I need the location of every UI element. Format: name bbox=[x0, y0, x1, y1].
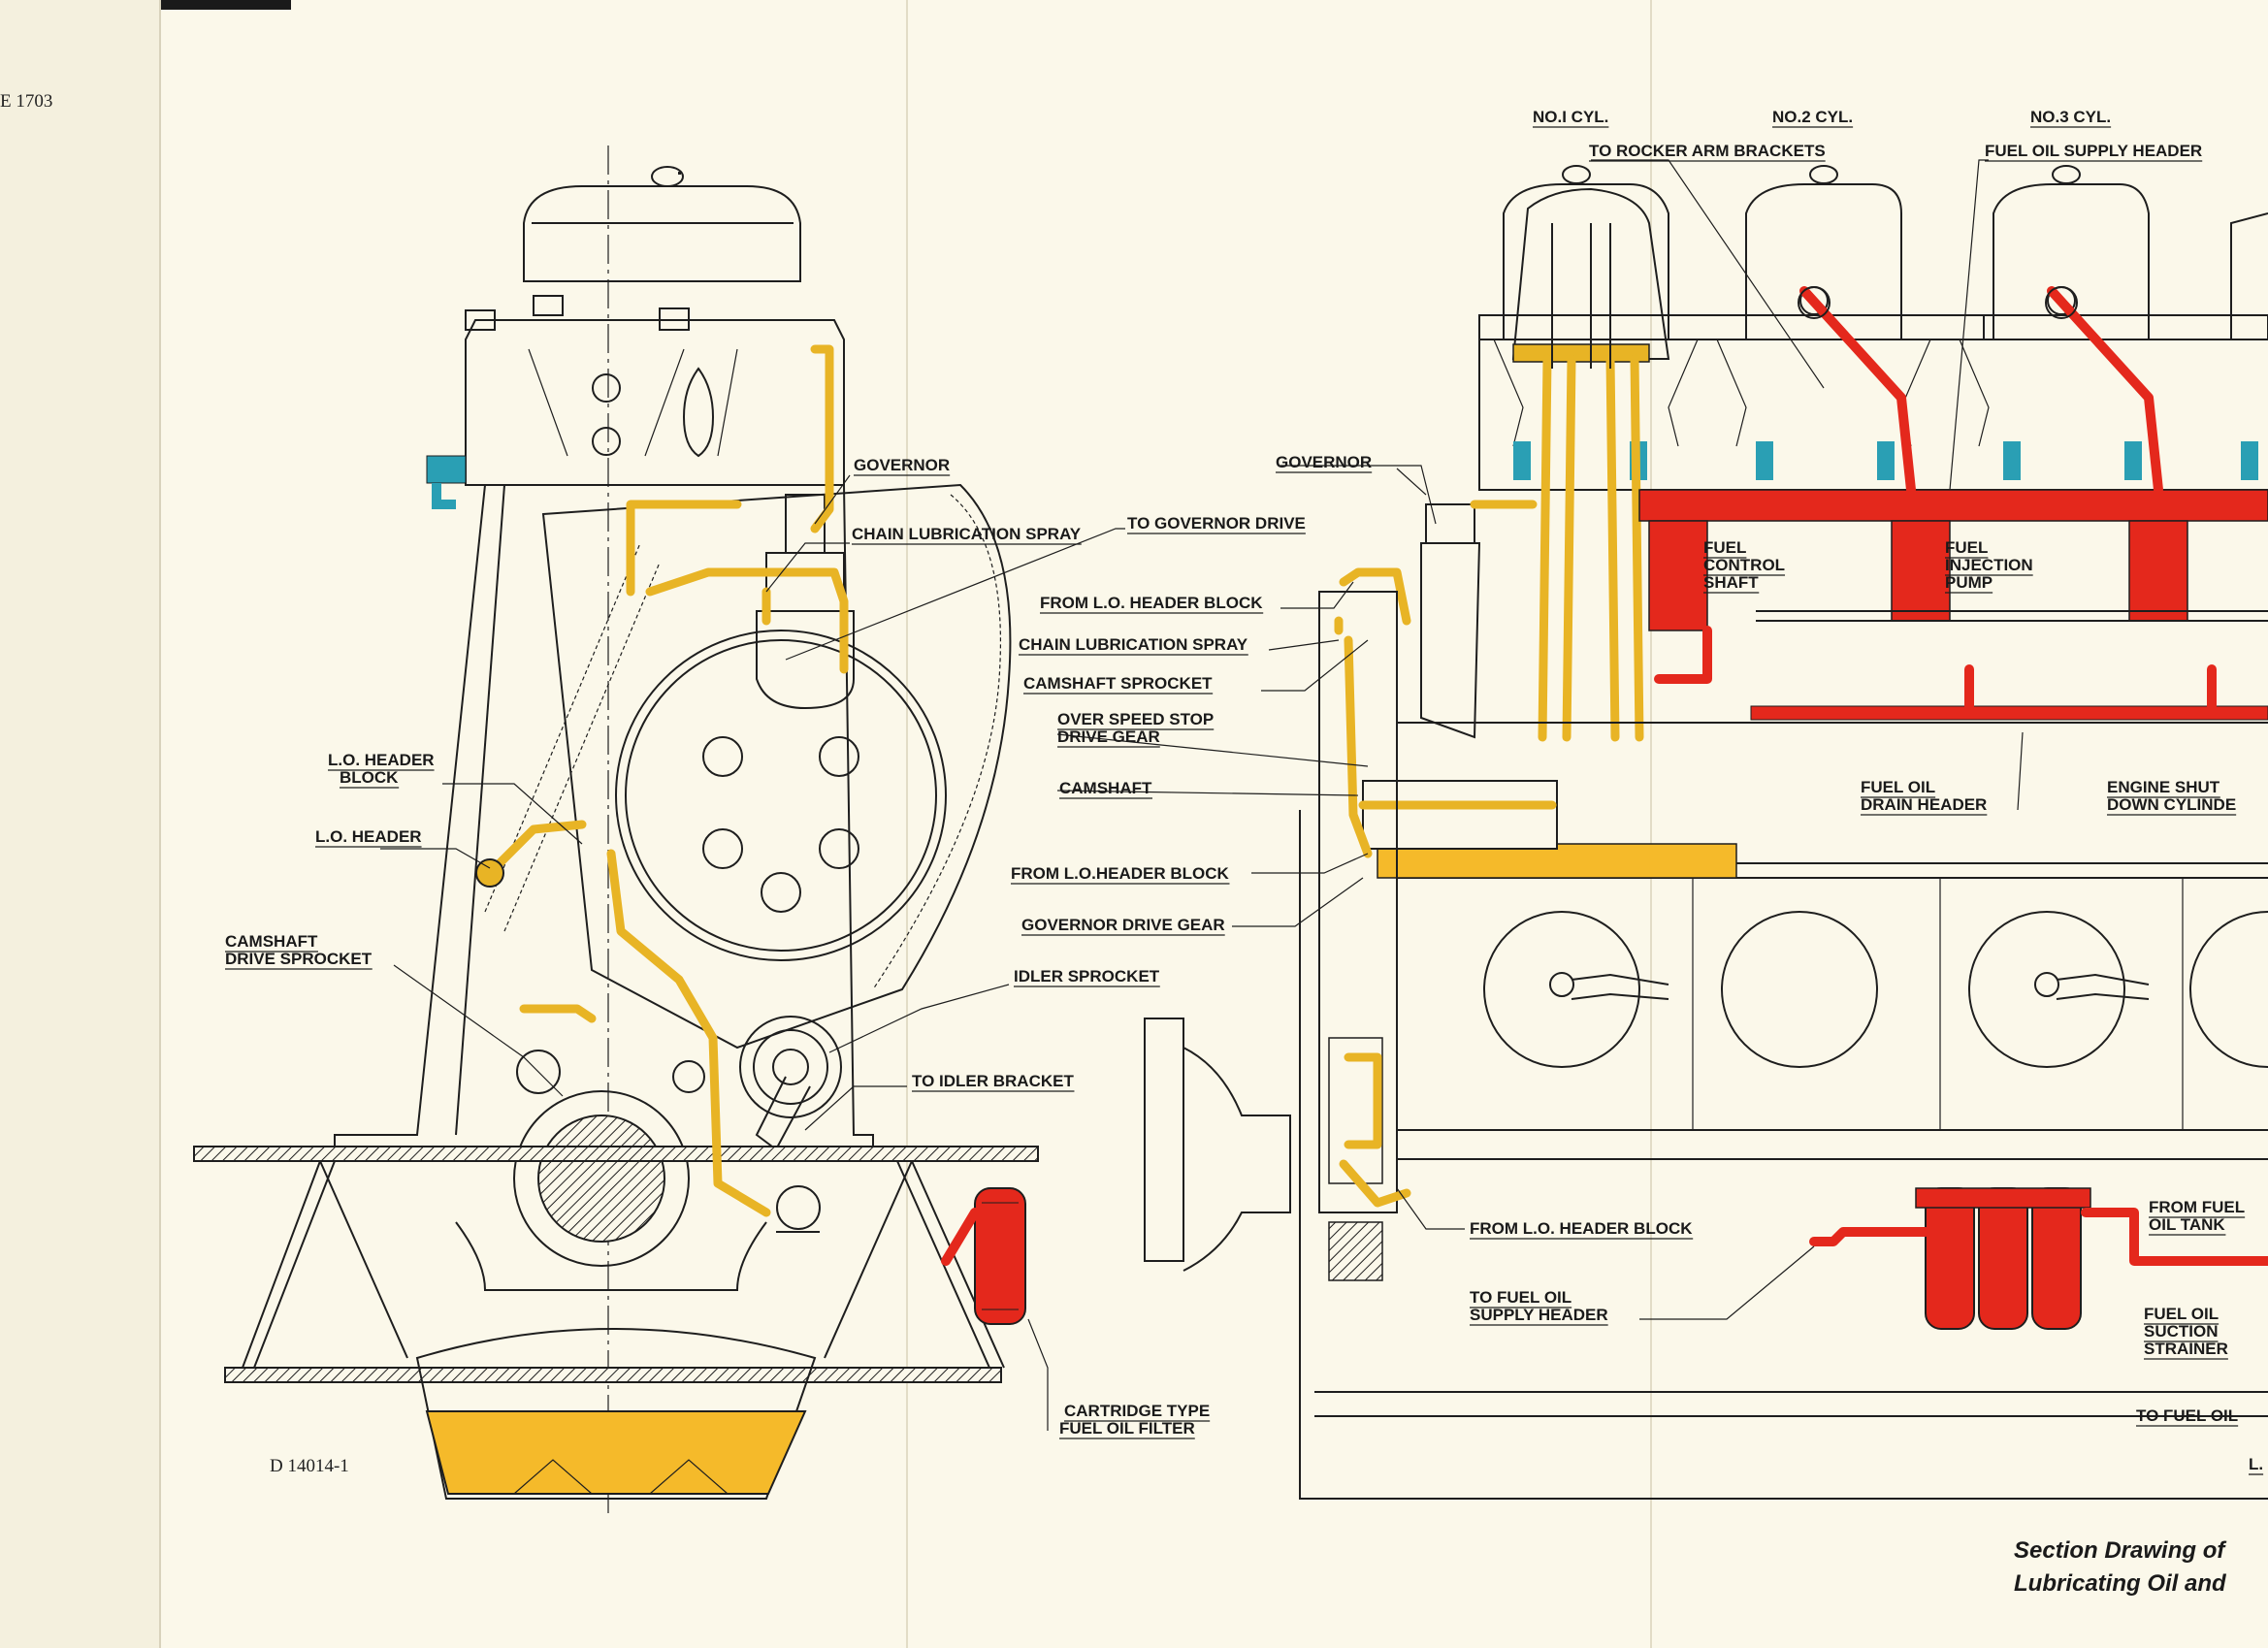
label-cyl-2: NO.2 CYL. bbox=[1772, 108, 1853, 126]
label-lo-header-block-2: BLOCK bbox=[340, 768, 399, 787]
label-fuel-injection-3: PUMP bbox=[1945, 573, 1993, 592]
label-suction-3: STRAINER bbox=[2144, 1340, 2228, 1358]
label-suction-2: SUCTION bbox=[2144, 1322, 2219, 1341]
label-over-speed-2: DRIVE GEAR bbox=[1057, 727, 1160, 746]
label-lo-cut: L. bbox=[2249, 1455, 2263, 1473]
label-to-idler-bracket: TO IDLER BRACKET bbox=[912, 1072, 1074, 1090]
label-cyl-1: NO.I CYL. bbox=[1533, 108, 1608, 126]
label-idler-sprocket: IDLER SPROCKET bbox=[1014, 967, 1160, 986]
caption-line-2: Lubricating Oil and bbox=[2014, 1570, 2227, 1597]
label-camshaft-sprocket: CAMSHAFT SPROCKET bbox=[1023, 674, 1213, 693]
end-view bbox=[193, 145, 1039, 1513]
label-shutdown-2: DOWN CYLINDE bbox=[2107, 795, 2236, 814]
label-fuel-injection-1: FUEL bbox=[1945, 538, 1988, 557]
label-from-lo-header-block-1: FROM L.O. HEADER BLOCK bbox=[1040, 594, 1263, 612]
label-to-governor-drive: TO GOVERNOR DRIVE bbox=[1127, 514, 1306, 533]
label-from-fuel-tank-1: FROM FUEL bbox=[2149, 1198, 2245, 1216]
label-chain-spray-side: CHAIN LUBRICATION SPRAY bbox=[1019, 635, 1248, 654]
caption-line-1: Section Drawing of bbox=[2014, 1537, 2226, 1564]
label-fuel-injection-2: INJECTION bbox=[1945, 556, 2033, 574]
label-governor-end: GOVERNOR bbox=[854, 456, 950, 474]
label-shutdown-1: ENGINE SHUT bbox=[2107, 778, 2220, 796]
label-chain-spray-end: CHAIN LUBRICATION SPRAY bbox=[852, 525, 1082, 543]
label-rocker-arm-brackets: TO ROCKER ARM BRACKETS bbox=[1589, 142, 1826, 160]
label-from-lo-header-block-3: FROM L.O. HEADER BLOCK bbox=[1470, 1219, 1693, 1238]
page-ref: E 1703 bbox=[0, 91, 52, 112]
label-to-fuel-supply-1: TO FUEL OIL bbox=[1470, 1288, 1571, 1307]
label-camshaft-drive-1: CAMSHAFT bbox=[225, 932, 318, 951]
label-from-lo-header-block-2: FROM L.O.HEADER BLOCK bbox=[1011, 864, 1229, 883]
label-to-fuel-supply-2: SUPPLY HEADER bbox=[1470, 1306, 1608, 1324]
label-governor-side: GOVERNOR bbox=[1276, 453, 1372, 471]
label-cartridge-2: FUEL OIL FILTER bbox=[1059, 1419, 1195, 1438]
label-suction-1: FUEL OIL bbox=[2144, 1305, 2219, 1323]
drawing-number: D 14014-1 bbox=[270, 1456, 349, 1476]
label-camshaft: CAMSHAFT bbox=[1059, 779, 1152, 797]
label-fuel-oil-supply-header: FUEL OIL SUPPLY HEADER bbox=[1985, 142, 2202, 160]
side-view bbox=[1144, 165, 2268, 1500]
label-fuel-control-1: FUEL bbox=[1703, 538, 1746, 557]
label-from-fuel-tank-2: OIL TANK bbox=[2149, 1215, 2225, 1234]
label-governor-drive-gear: GOVERNOR DRIVE GEAR bbox=[1021, 916, 1225, 934]
label-fuel-drain-1: FUEL OIL bbox=[1861, 778, 1935, 796]
label-camshaft-drive-2: DRIVE SPROCKET bbox=[225, 950, 373, 968]
label-lo-header-block-1: L.O. HEADER bbox=[328, 751, 435, 769]
label-to-fuel-oil: TO FUEL OIL bbox=[2136, 1406, 2238, 1425]
label-fuel-control-2: CONTROL bbox=[1703, 556, 1785, 574]
label-over-speed-1: OVER SPEED STOP bbox=[1057, 710, 1214, 728]
label-lo-header: L.O. HEADER bbox=[315, 827, 422, 846]
label-cartridge-1: CARTRIDGE TYPE bbox=[1064, 1402, 1210, 1420]
label-cyl-3: NO.3 CYL. bbox=[2030, 108, 2111, 126]
leader-lines bbox=[380, 159, 2024, 1431]
label-fuel-drain-2: DRAIN HEADER bbox=[1861, 795, 1987, 814]
label-fuel-control-3: SHAFT bbox=[1703, 573, 1759, 592]
labels: NO.I CYL. NO.2 CYL. NO.3 CYL. TO ROCKER … bbox=[225, 108, 2264, 1597]
